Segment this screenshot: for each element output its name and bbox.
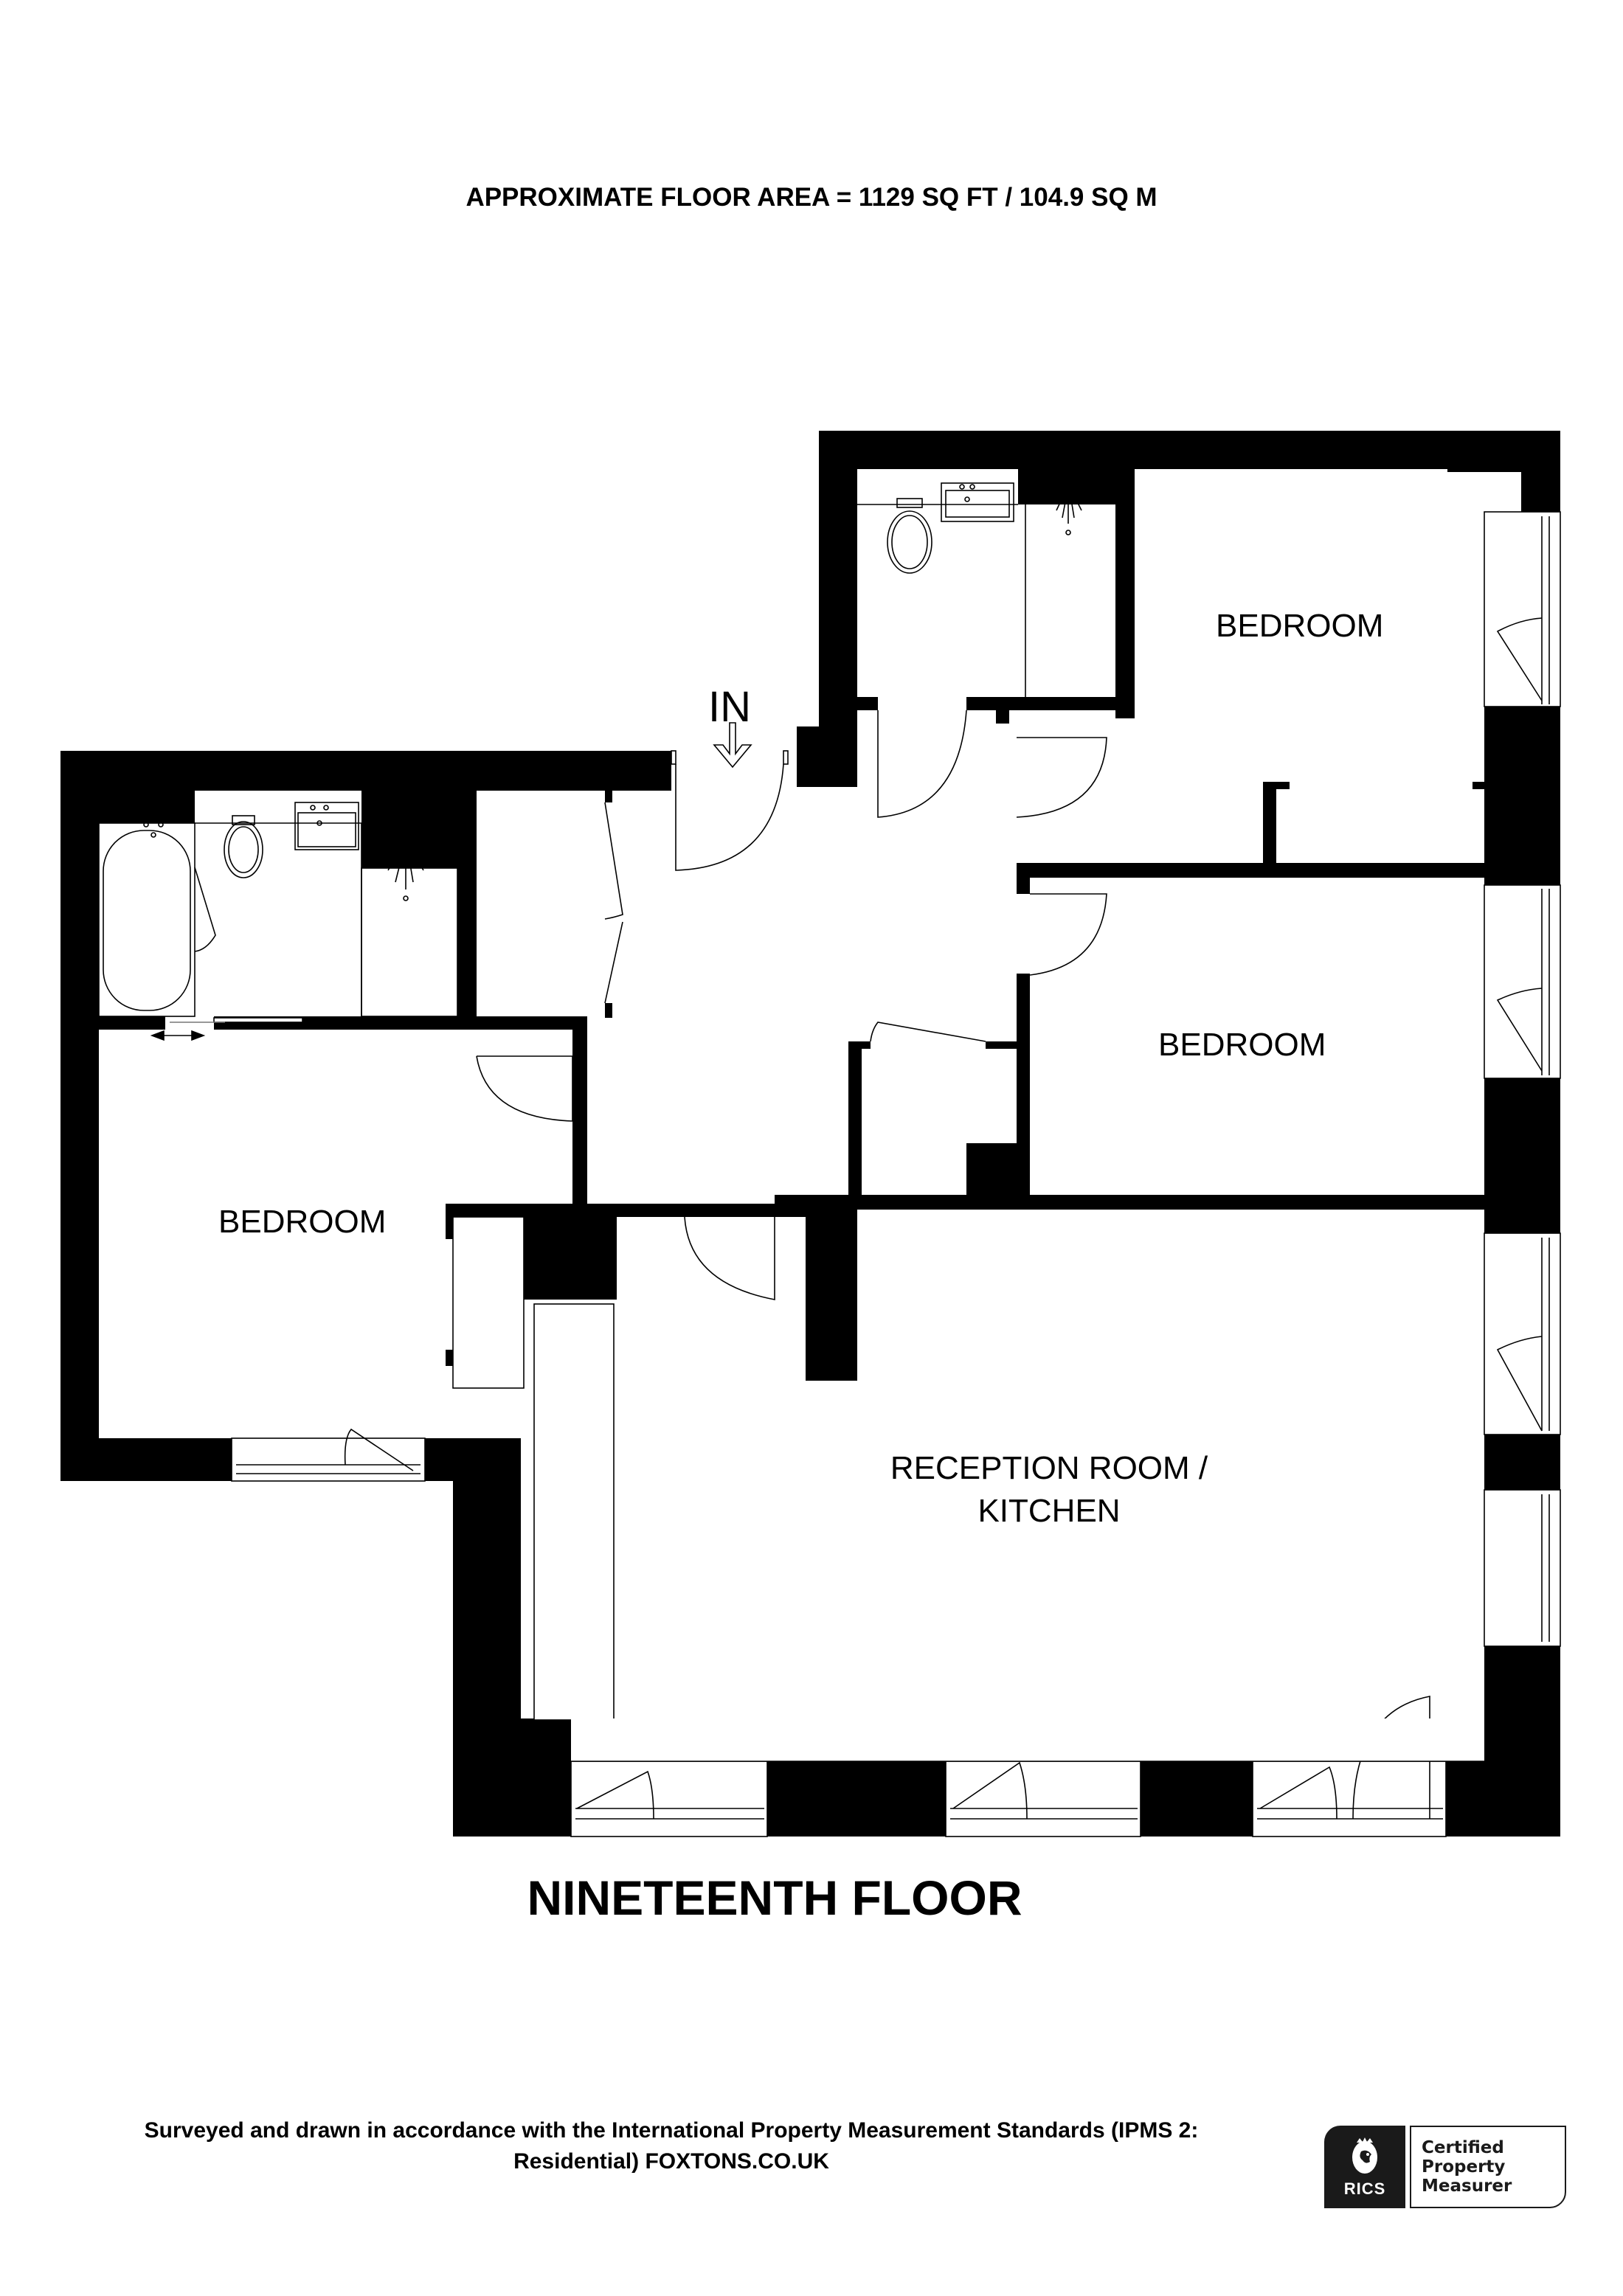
lion-icon (1352, 2137, 1377, 2174)
room-label-reception-kitchen: RECEPTION ROOM / KITCHEN (850, 1447, 1248, 1533)
room-label-bedroom-middle-right: BEDROOM (1158, 1027, 1326, 1063)
floor-name-title: NINETEENTH FLOOR (527, 1870, 1022, 1925)
survey-statement-line1: Surveyed and drawn in accordance with th… (144, 2118, 1199, 2143)
badge-line3: Measurer (1422, 2177, 1512, 2196)
room-label-bedroom-top-right: BEDROOM (1216, 608, 1384, 644)
walls (60, 431, 1560, 1837)
fixtures (98, 482, 1561, 1837)
room-label-bedroom-left: BEDROOM (218, 1204, 387, 1240)
certified-text: Certified Property Measurer (1410, 2126, 1566, 2208)
survey-statement-line2: Residential) FOXTONS.CO.UK (513, 2149, 829, 2174)
rics-logo: RICS (1324, 2126, 1405, 2208)
survey-statement: Surveyed and drawn in accordance with th… (30, 2115, 1313, 2177)
room-label-reception-line1: RECEPTION ROOM / (890, 1450, 1208, 1486)
floor-area-title: APPROXIMATE FLOOR AREA = 1129 SQ FT / 10… (466, 183, 1157, 212)
room-label-reception-line2: KITCHEN (977, 1493, 1121, 1529)
badge-line2: Property (1422, 2157, 1506, 2177)
badge-line1: Certified (1422, 2138, 1504, 2157)
entrance-label: IN (708, 683, 751, 731)
rics-wordmark: RICS (1343, 2179, 1386, 2198)
rics-certified-badge: RICS Certified Property Measurer (1324, 2126, 1566, 2208)
